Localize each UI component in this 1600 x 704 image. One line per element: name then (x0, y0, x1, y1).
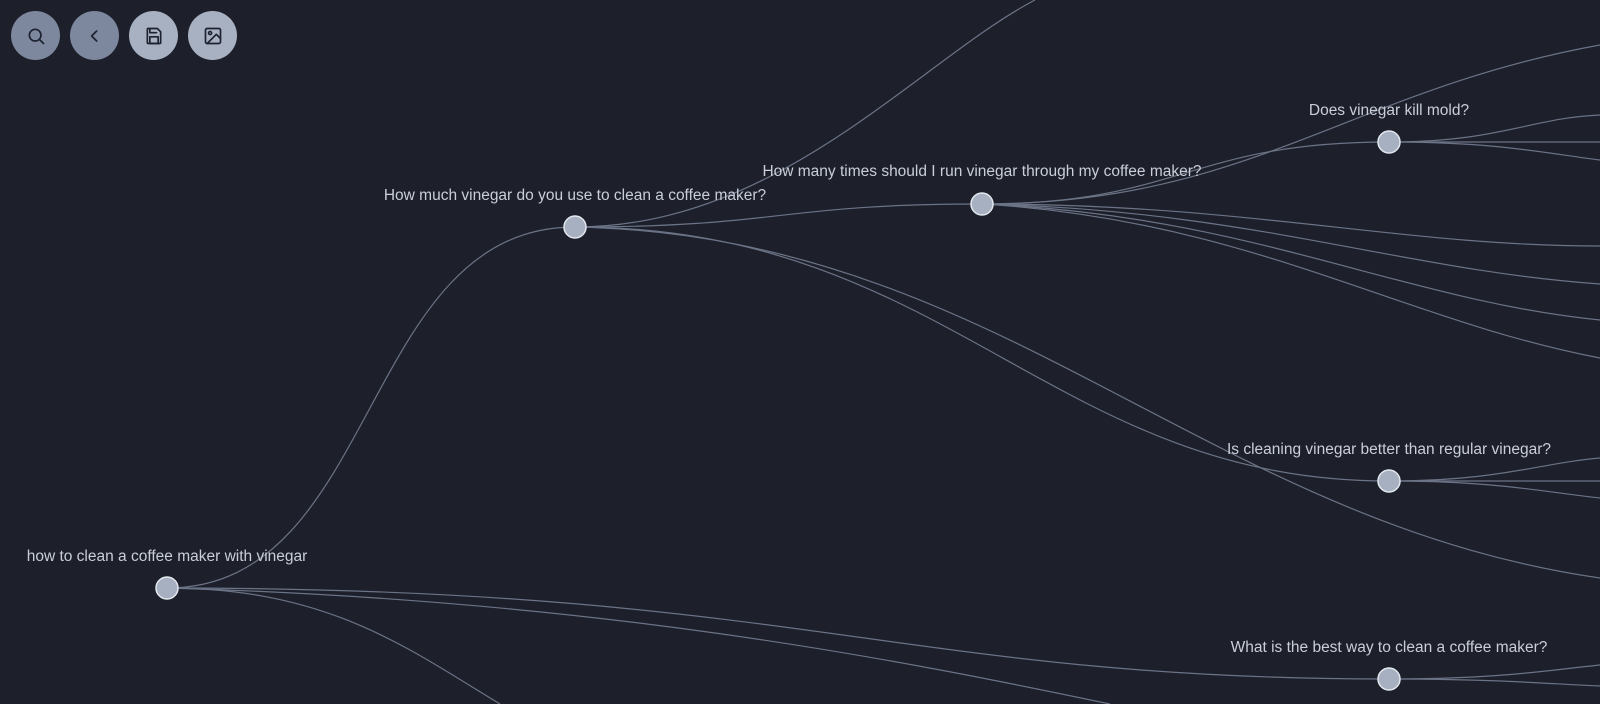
node-circle[interactable] (563, 215, 587, 239)
node-label: How much vinegar do you use to clean a c… (384, 187, 767, 204)
node-circle[interactable] (1377, 469, 1401, 493)
tree-edge (981, 203, 1600, 285)
node-circle[interactable] (155, 576, 179, 600)
tree-edge (166, 587, 501, 704)
save-icon (146, 27, 161, 44)
tree-edges (166, 0, 1600, 704)
tree-edge (166, 226, 576, 589)
tree-edge (1388, 480, 1600, 499)
tree-edge (1388, 664, 1600, 680)
tree-edge (981, 203, 1600, 359)
tree-node[interactable]: What is the best way to clean a coffee m… (1231, 639, 1548, 691)
tree-edge (981, 44, 1600, 205)
tree-nodes: how to clean a coffee maker with vinegar… (27, 102, 1551, 691)
node-circle[interactable] (1377, 130, 1401, 154)
node-circle[interactable] (970, 192, 994, 216)
back-button[interactable] (70, 11, 119, 60)
tree-node-root[interactable]: how to clean a coffee maker with vinegar (27, 548, 308, 600)
tree-edge (574, 226, 1600, 579)
node-label: How many times should I run vinegar thro… (762, 163, 1201, 180)
tree-edge (1388, 457, 1600, 482)
tree-edge (981, 203, 1600, 247)
chevron-left-icon (90, 29, 97, 42)
tree-edge (1388, 114, 1600, 143)
image-icon (204, 27, 221, 44)
node-label: Is cleaning vinegar better than regular … (1227, 441, 1551, 458)
tree-node[interactable]: Does vinegar kill mold? (1309, 102, 1470, 154)
tree-edge (1388, 678, 1600, 687)
search-button[interactable] (11, 11, 60, 60)
search-icon (28, 28, 44, 44)
tree-edge (574, 0, 1036, 228)
export-image-button[interactable] (188, 11, 237, 60)
toolbar (11, 11, 237, 60)
save-button[interactable] (129, 11, 178, 60)
tree-node[interactable]: How much vinegar do you use to clean a c… (384, 187, 767, 239)
tree-node[interactable]: How many times should I run vinegar thro… (762, 163, 1202, 216)
tree-edge (574, 203, 983, 228)
node-label: how to clean a coffee maker with vinegar (27, 548, 308, 565)
node-circle[interactable] (1377, 667, 1401, 691)
node-label: Does vinegar kill mold? (1309, 102, 1470, 119)
tree-edge (166, 587, 1111, 704)
tree-edge (1388, 141, 1600, 161)
node-label: What is the best way to clean a coffee m… (1231, 639, 1548, 656)
tree-node[interactable]: Is cleaning vinegar better than regular … (1227, 441, 1551, 493)
tree-edge (981, 203, 1600, 321)
tree-edge (166, 587, 1390, 680)
